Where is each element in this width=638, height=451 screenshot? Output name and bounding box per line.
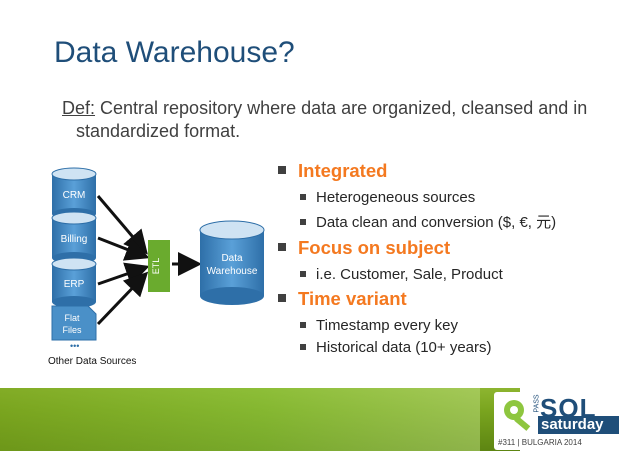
- source-billing: Billing: [51, 211, 97, 264]
- bullet-focus-on-subject: Focus on subject: [278, 237, 618, 259]
- etl-label: ETL: [151, 258, 161, 275]
- sub-bullet: Timestamp every key: [300, 317, 618, 334]
- bullet-integrated: Integrated: [278, 160, 618, 182]
- bullet-list: Integrated Heterogeneous sources Data cl…: [278, 158, 618, 361]
- svg-text:Warehouse: Warehouse: [207, 266, 258, 277]
- source-label: ERP: [64, 279, 85, 290]
- logo-saturday-text: saturday: [538, 416, 619, 434]
- source-erp: ERP: [51, 257, 97, 308]
- bullet-square-icon: [300, 219, 306, 225]
- svg-text:Data: Data: [221, 253, 243, 264]
- svg-text:Flat: Flat: [64, 313, 80, 323]
- definition-text: Def: Central repository where data are o…: [62, 97, 616, 143]
- bullet-square-icon: [300, 194, 306, 200]
- ellipsis-icon: •••: [70, 341, 79, 351]
- footer-highlight: [0, 388, 480, 451]
- data-warehouse-diagram: CRM Billing ERP Flat Files ••• Other Dat…: [40, 160, 280, 375]
- logo-event-text: #311 | BULGARIA 2014: [498, 438, 582, 447]
- bullet-square-icon: [300, 322, 306, 328]
- etl-box: ETL: [148, 240, 170, 292]
- source-flat-files: Flat Files: [51, 305, 97, 341]
- source-label: Billing: [61, 234, 88, 245]
- definition-label: Def:: [62, 98, 96, 118]
- bullet-square-icon: [278, 166, 286, 174]
- footer-band: [0, 388, 638, 451]
- bullet-square-icon: [278, 294, 286, 302]
- bullet-square-icon: [300, 271, 306, 277]
- source-label: CRM: [63, 190, 86, 201]
- bullet-time-variant: Time variant: [278, 288, 618, 310]
- key-icon: [504, 400, 531, 431]
- sub-bullet: Heterogeneous sources: [300, 189, 618, 206]
- data-warehouse-cylinder: Data Warehouse: [199, 220, 265, 305]
- sub-bullet: Historical data (10+ years): [300, 339, 618, 356]
- arrows: [96, 195, 202, 326]
- sub-bullet: i.e. Customer, Sale, Product: [300, 266, 618, 283]
- svg-text:Files: Files: [62, 325, 82, 335]
- sub-bullet: Data clean and conversion ($, €, 元): [300, 211, 618, 232]
- diagram-caption: Other Data Sources: [48, 356, 136, 367]
- definition-body: Central repository where data are organi…: [76, 98, 588, 141]
- slide-title: Data Warehouse?: [54, 36, 295, 69]
- bullet-square-icon: [278, 243, 286, 251]
- bullet-square-icon: [300, 344, 306, 350]
